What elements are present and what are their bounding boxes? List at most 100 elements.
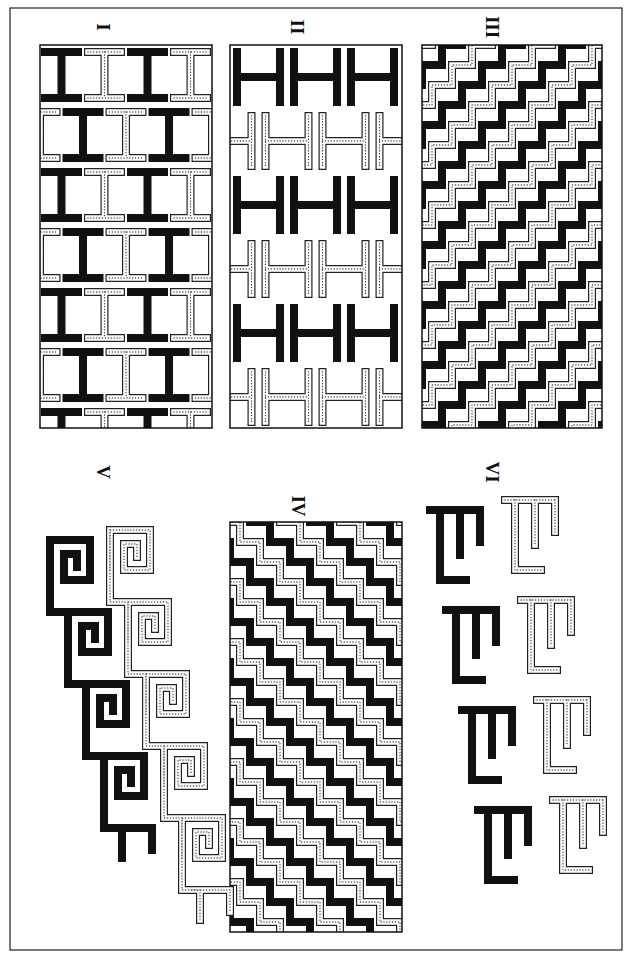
black-band <box>351 180 394 230</box>
dotted-band-fill <box>266 372 309 422</box>
dotted-band-fill <box>88 52 121 98</box>
dotted-band-dots <box>196 352 213 398</box>
branch-chain <box>430 510 528 880</box>
dotted-band-edge <box>230 372 252 422</box>
dotted-band-fill <box>422 45 512 428</box>
black-band <box>153 112 186 158</box>
black-band <box>131 412 164 428</box>
dotted-band-dots <box>380 116 403 166</box>
dotted-band-dots <box>88 292 121 338</box>
dotted-band-fill <box>323 372 366 422</box>
dotted-band-fill <box>174 172 207 218</box>
dotted-band-fill <box>174 292 207 338</box>
dotted-band-edge <box>174 172 207 218</box>
black-band <box>430 510 528 880</box>
black-band <box>45 52 78 98</box>
dotted-band-edge <box>320 522 402 932</box>
dotted-band-dots <box>174 172 207 218</box>
dotted-band-fill <box>40 112 57 158</box>
dotted-band-edge <box>323 372 366 422</box>
black-band <box>45 292 78 338</box>
dotted-band-edge <box>380 244 403 294</box>
dotted-band-dots <box>323 116 366 166</box>
black-band <box>290 522 402 932</box>
plate-frame <box>10 8 622 950</box>
dotted-band-fill <box>266 244 309 294</box>
black-band <box>237 52 280 102</box>
dotted-band-fill <box>110 232 143 278</box>
dotted-band-edge <box>266 116 309 166</box>
dotted-band-edge <box>88 412 121 428</box>
dotted-band-dots <box>174 52 207 98</box>
dotted-band-fill <box>110 352 143 398</box>
black-band <box>45 172 78 218</box>
dotted-band-dots <box>380 372 403 422</box>
dotted-band-dots <box>110 112 143 158</box>
figure-number: IV <box>289 495 308 516</box>
dotted-band-edge <box>380 372 403 422</box>
dotted-band-dots <box>88 52 121 98</box>
black-band <box>67 112 100 158</box>
dotted-band-fill <box>266 116 309 166</box>
dotted-band-dots <box>380 522 402 932</box>
dotted-band-edge <box>110 232 143 278</box>
dotted-band-edge <box>323 244 366 294</box>
dotted-band-dots <box>320 522 402 932</box>
pattern-panel <box>230 522 402 932</box>
dotted-band-edge <box>40 352 57 398</box>
black-band <box>351 308 394 358</box>
dotted-band-dots <box>266 116 309 166</box>
dotted-band-fill <box>230 116 252 166</box>
dotted-band-fill <box>174 52 207 98</box>
panel-border <box>40 45 212 428</box>
dotted-band-dots <box>422 45 512 428</box>
dotted-band-edge <box>196 112 213 158</box>
dotted-band-dots <box>230 116 252 166</box>
dotted-band-fill <box>505 500 603 870</box>
dotted-band-fill <box>380 522 402 932</box>
figure-number: II <box>288 20 307 35</box>
dotted-band-fill <box>196 112 213 158</box>
dotted-band-fill <box>88 172 121 218</box>
dotted-band-fill <box>320 522 402 932</box>
pattern-panel <box>40 45 212 428</box>
black-band <box>67 232 100 278</box>
dotted-band-fill <box>380 372 403 422</box>
dotted-band-dots <box>40 112 57 158</box>
dotted-band-fill <box>88 292 121 338</box>
dotted-band-fill <box>380 244 403 294</box>
dotted-band-fill <box>196 232 213 278</box>
dotted-band-edge <box>505 500 603 870</box>
figure-number: V <box>94 465 113 479</box>
dotted-band-edge <box>88 292 121 338</box>
dotted-band-edge <box>196 352 213 398</box>
black-band <box>50 540 152 858</box>
dotted-band-edge <box>110 352 143 398</box>
dotted-band-dots <box>230 244 252 294</box>
dotted-band-edge <box>40 112 57 158</box>
black-band <box>237 180 280 230</box>
dotted-band-edge <box>380 522 402 932</box>
black-band <box>422 45 542 428</box>
figure-number: III <box>483 16 502 38</box>
dotted-band-dots <box>174 412 207 428</box>
dotted-band-fill <box>174 412 207 428</box>
dotted-band-dots <box>505 500 603 870</box>
figure-number: VI <box>483 461 502 482</box>
dotted-band-edge <box>266 244 309 294</box>
dotted-band-dots <box>40 352 57 398</box>
black-band <box>131 292 164 338</box>
dotted-band-fill <box>40 352 57 398</box>
dotted-band-fill <box>380 116 403 166</box>
panel-border <box>230 522 402 932</box>
black-band <box>153 232 186 278</box>
dotted-band-edge <box>174 52 207 98</box>
black-band <box>294 180 337 230</box>
dotted-band-fill <box>110 112 143 158</box>
dotted-band-edge <box>196 232 213 278</box>
dotted-band-fill <box>196 352 213 398</box>
dotted-band-dots <box>266 372 309 422</box>
black-band <box>422 45 482 428</box>
black-band <box>45 412 78 428</box>
